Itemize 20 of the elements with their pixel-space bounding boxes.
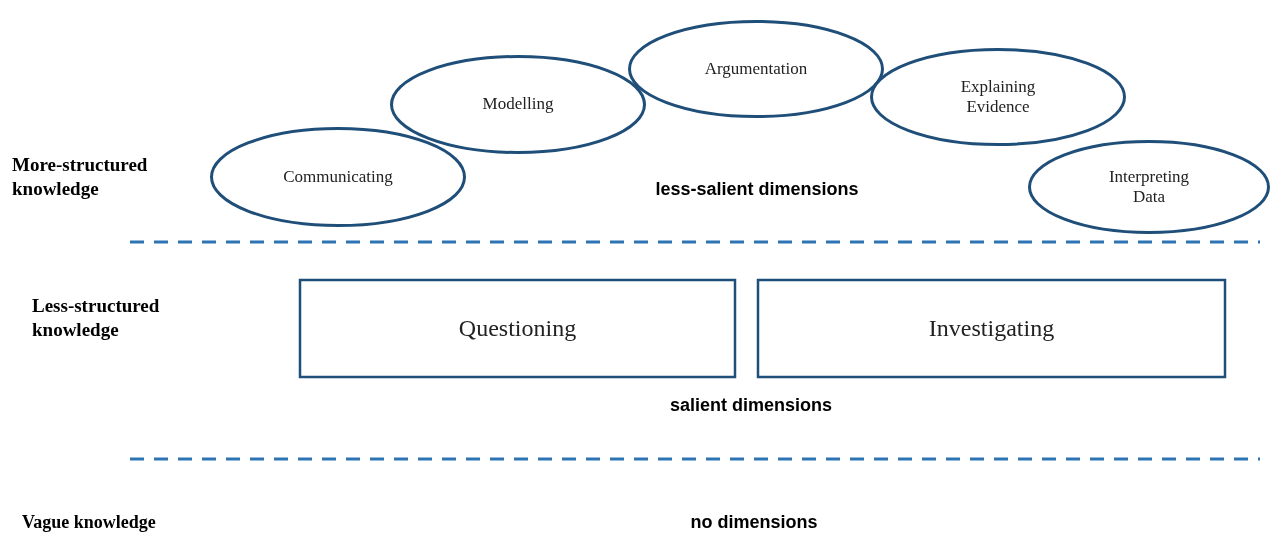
node-label: Investigating [928, 314, 1055, 343]
row-label: Less-structured knowledge [32, 294, 161, 342]
node-label: Explaining Evidence [959, 76, 1037, 118]
ellipse-node [210, 127, 466, 227]
dimension-label: no dimensions [690, 511, 818, 534]
row-label: Vague knowledge [22, 511, 156, 534]
node-label: Interpreting Data [1107, 166, 1191, 208]
dimension-label: less-salient dimensions [655, 178, 859, 201]
node-label: Modelling [482, 94, 554, 115]
ellipse-node [390, 55, 646, 154]
row-label: More-structured knowledge [12, 153, 149, 201]
ellipse-node [1028, 140, 1270, 234]
ellipse-node [870, 48, 1126, 146]
process-box [299, 279, 736, 378]
node-label: Argumentation [704, 58, 808, 80]
node-label: Questioning [458, 314, 577, 343]
ellipse-node [628, 20, 884, 118]
node-label: Communicating [283, 166, 393, 188]
process-box [757, 279, 1226, 378]
dimension-label: salient dimensions [670, 394, 832, 417]
